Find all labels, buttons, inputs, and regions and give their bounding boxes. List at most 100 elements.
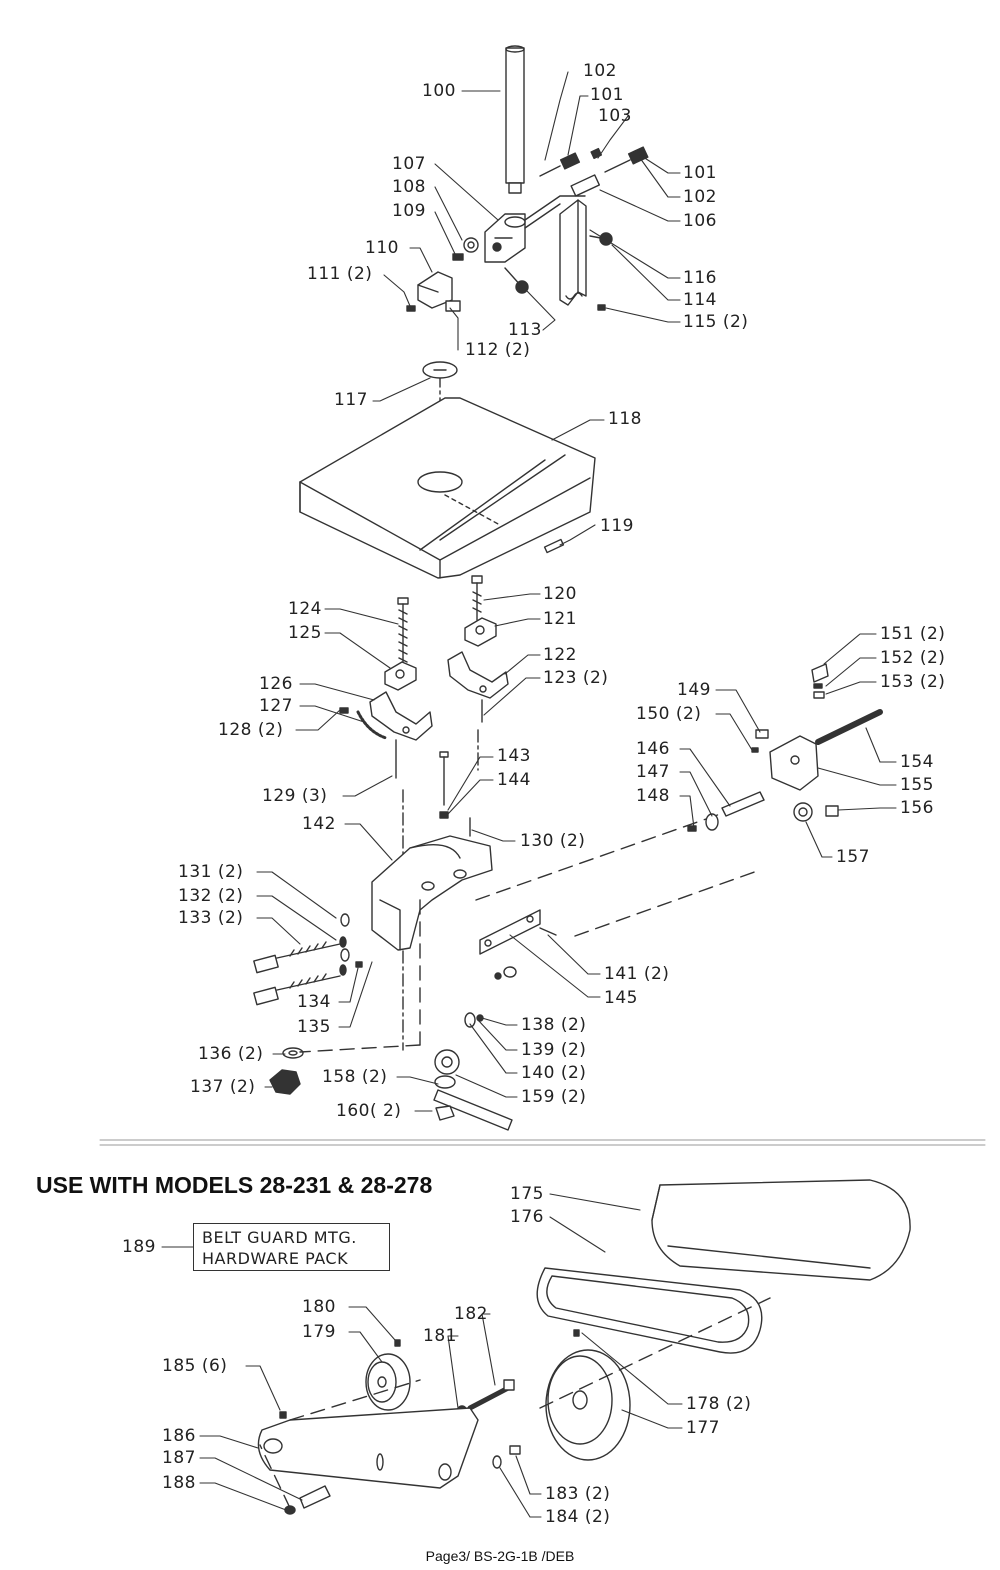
label-part-133: 133 (2): [178, 908, 244, 928]
washers-131-132: [339, 913, 350, 976]
table-118: [299, 397, 596, 579]
label-part-110: 110: [365, 238, 399, 258]
label-part-157: 157: [836, 847, 870, 867]
label-part-175: 175: [510, 1184, 544, 1204]
label-part-180: 180: [302, 1297, 336, 1317]
label-part-149: 149: [677, 680, 711, 700]
label-part-137: 137 (2): [190, 1077, 256, 1097]
rod-154: [815, 709, 883, 745]
plate-145: [479, 909, 541, 955]
label-part-115: 115 (2): [683, 312, 749, 332]
label-part-160: 160( 2): [336, 1101, 402, 1121]
screw-143: [439, 751, 449, 806]
label-part-123: 123 (2): [543, 668, 609, 688]
belt-guard-175: [651, 1179, 911, 1281]
block-149: [755, 729, 769, 739]
washer-184: [492, 1455, 502, 1469]
page-footer: Page3/ BS-2G-1B /DEB: [425, 1548, 575, 1564]
bearing-147: [705, 813, 719, 831]
label-part-122: 122: [543, 645, 577, 665]
label-part-146: 146: [636, 739, 670, 759]
label-part-153: 153 (2): [880, 672, 946, 692]
screw-111: [406, 305, 416, 312]
nut-160: [435, 1105, 455, 1121]
label-part-181: 181: [423, 1326, 457, 1346]
spacer-187: [299, 1485, 331, 1509]
label-part-114: 114: [683, 290, 717, 310]
screw-150: [751, 747, 759, 753]
guide-bracket-155: [769, 735, 819, 791]
label-part-147: 147: [636, 762, 670, 782]
washer-136: [282, 1047, 304, 1059]
label-part-141: 141 (2): [604, 964, 670, 984]
clamp-125: [384, 661, 417, 691]
label-part-131: 131 (2): [178, 862, 244, 882]
blade-guard-116: [559, 199, 587, 306]
screw-148: [687, 825, 697, 832]
label-part-148: 148: [636, 786, 670, 806]
label-part-184: 184 (2): [545, 1507, 611, 1527]
label-part-143: 143: [497, 746, 531, 766]
label-part-124: 124: [288, 599, 322, 619]
hardware-pack-line-2: HARDWARE PACK: [202, 1249, 349, 1268]
bearing-108: [463, 237, 479, 253]
label-part-132: 132 (2): [178, 886, 244, 906]
trunnion-126: [369, 691, 433, 741]
clamp-121: [464, 617, 497, 647]
label-part-106: 106: [683, 211, 717, 231]
label-part-187: 187: [162, 1448, 196, 1468]
screw-109: [452, 253, 464, 261]
screw-134: [355, 961, 363, 968]
label-part-118: 118: [608, 409, 642, 429]
label-part-139: 139 (2): [521, 1040, 587, 1060]
label-part-113: 113: [508, 320, 542, 340]
label-part-156: 156: [900, 798, 934, 818]
pulley-179: [365, 1353, 411, 1411]
adjust-rod-133: [253, 941, 341, 1006]
block-156: [825, 805, 839, 817]
label-part-176: 176: [510, 1207, 544, 1227]
label-part-151: 151 (2): [880, 624, 946, 644]
pulley-177: [545, 1349, 631, 1461]
screw-185: [279, 1411, 287, 1419]
label-part-145: 145: [604, 988, 638, 1008]
set-screw-180: [394, 1339, 401, 1347]
bolt-182: [467, 1379, 515, 1411]
scale-127: [356, 710, 388, 740]
handle-158-159: [433, 1049, 513, 1131]
bolt-124: [397, 597, 409, 666]
label-part-189: 189: [122, 1237, 156, 1257]
table-pin-119: [543, 538, 565, 554]
knob-114: [589, 232, 613, 246]
label-part-140: 140 (2): [521, 1063, 587, 1083]
guard-post-100: [505, 45, 525, 194]
label-part-128: 128 (2): [218, 720, 284, 740]
label-part-152: 152 (2): [880, 648, 946, 668]
label-part-142: 142: [302, 814, 336, 834]
label-part-186: 186: [162, 1426, 196, 1446]
label-part-129: 129 (3): [262, 786, 328, 806]
holder-151-153: [811, 663, 829, 699]
label-part-102: 102: [583, 61, 617, 81]
label-part-102-b: 102: [683, 187, 717, 207]
label-part-120: 120: [543, 584, 577, 604]
pins-101-102-103: [539, 146, 649, 197]
label-part-119: 119: [600, 516, 634, 536]
label-part-130: 130 (2): [520, 831, 586, 851]
label-part-179: 179: [302, 1322, 336, 1342]
label-part-135: 135: [297, 1017, 331, 1037]
label-part-127: 127: [259, 696, 293, 716]
knob-113: [504, 267, 529, 294]
label-part-183: 183 (2): [545, 1484, 611, 1504]
label-part-117: 117: [334, 390, 368, 410]
label-part-107: 107: [392, 154, 426, 174]
label-part-178: 178 (2): [686, 1394, 752, 1414]
label-part-155: 155: [900, 775, 934, 795]
screw-115: [597, 304, 606, 311]
screw-141: [539, 927, 557, 936]
trunnion-support-142: [371, 835, 493, 951]
table-insert-117: [422, 361, 458, 379]
guide-block-holder-110: [417, 271, 461, 312]
washer-144: [439, 811, 449, 819]
